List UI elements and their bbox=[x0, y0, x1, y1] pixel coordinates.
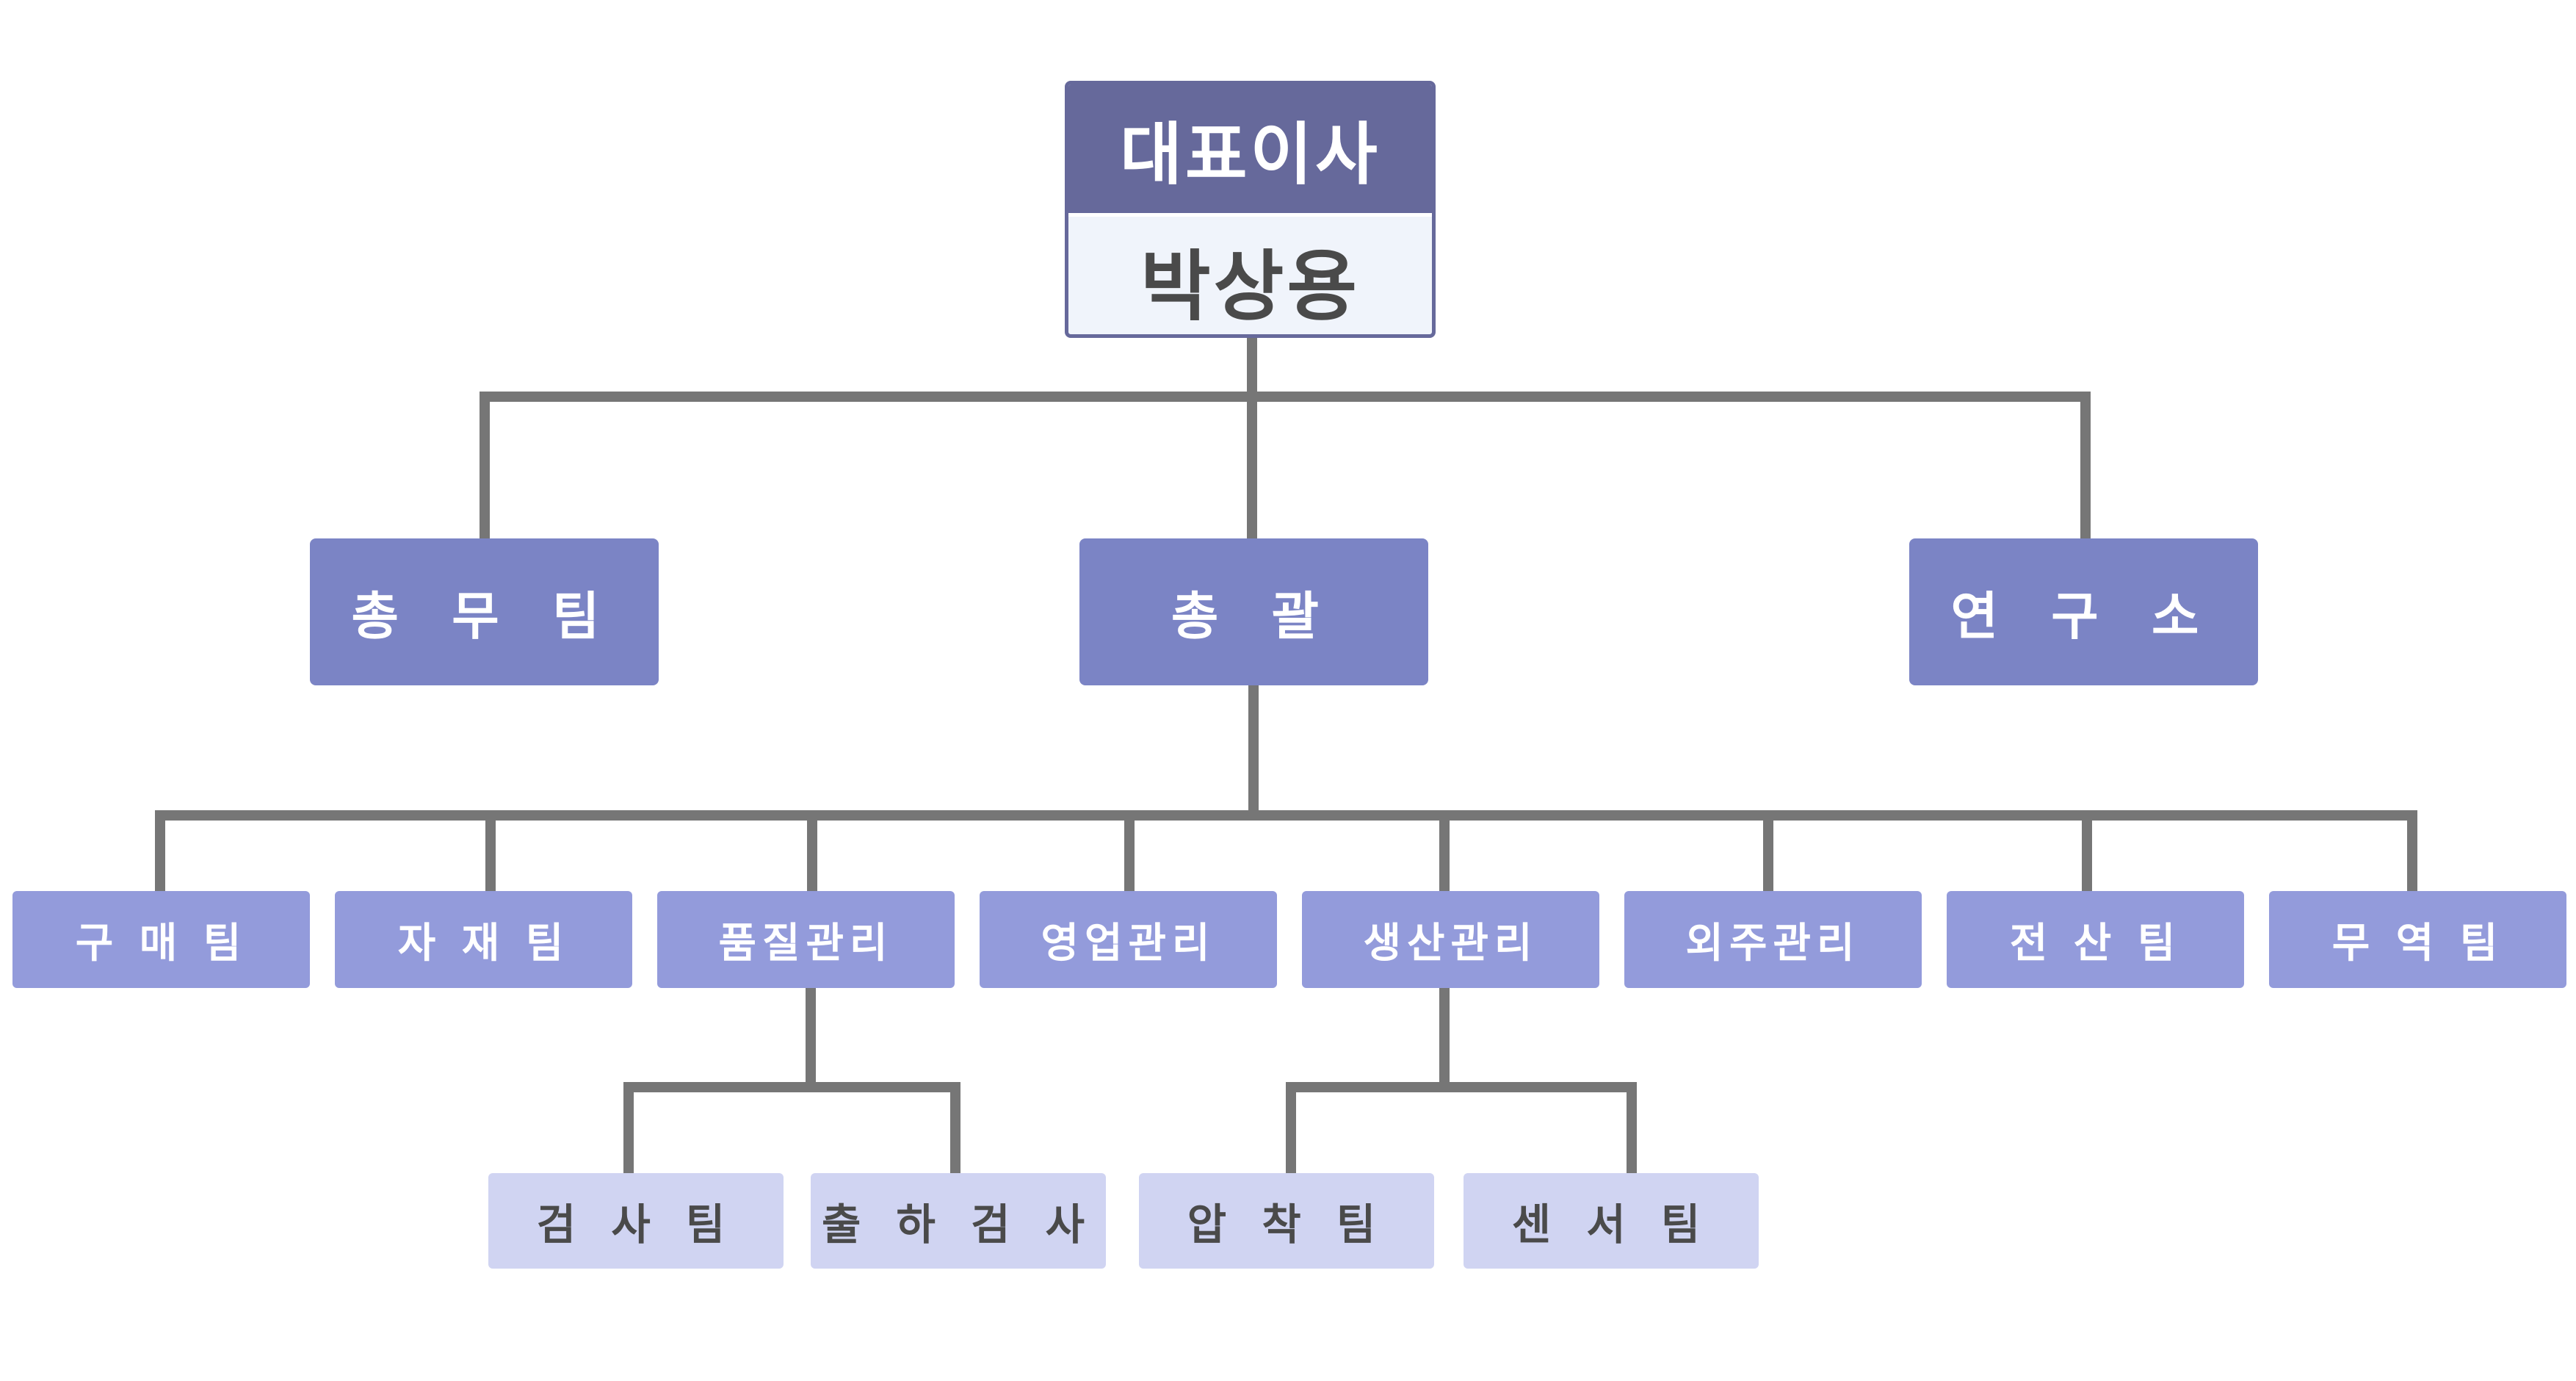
team-it: 전 산 팀 bbox=[1947, 891, 2244, 988]
connector-quality-to-subteams bbox=[623, 987, 960, 1184]
team-trade: 무 역 팀 bbox=[2269, 891, 2566, 988]
team-quality-control: 품질관리 bbox=[657, 891, 955, 988]
subteam-compression: 압 착 팀 bbox=[1139, 1173, 1434, 1269]
team-materials: 자 재 팀 bbox=[335, 891, 632, 988]
ceo-box: 대표이사 박상용 bbox=[1065, 81, 1436, 338]
ceo-title: 대표이사 bbox=[1068, 84, 1432, 213]
connector-production-to-subteams bbox=[1286, 987, 1637, 1184]
team-purchasing: 구 매 팀 bbox=[12, 891, 310, 988]
dept-general-affairs: 총 무 팀 bbox=[310, 538, 659, 685]
subteam-sensor: 센 서 팀 bbox=[1464, 1173, 1759, 1269]
subteam-inspection: 검 사 팀 bbox=[488, 1173, 784, 1269]
ceo-name: 박상용 bbox=[1068, 213, 1432, 334]
team-outsourcing-management: 외주관리 bbox=[1624, 891, 1922, 988]
subteam-shipping-inspection: 출 하 검 사 bbox=[811, 1173, 1106, 1269]
connector-management-to-teams bbox=[155, 682, 2417, 901]
dept-research-lab: 연 구 소 bbox=[1909, 538, 2258, 685]
connector-ceo-to-departments bbox=[480, 333, 2091, 549]
team-production-management: 생산관리 bbox=[1302, 891, 1599, 988]
dept-general-management: 총 괄 bbox=[1079, 538, 1428, 685]
team-sales-management: 영업관리 bbox=[980, 891, 1277, 988]
